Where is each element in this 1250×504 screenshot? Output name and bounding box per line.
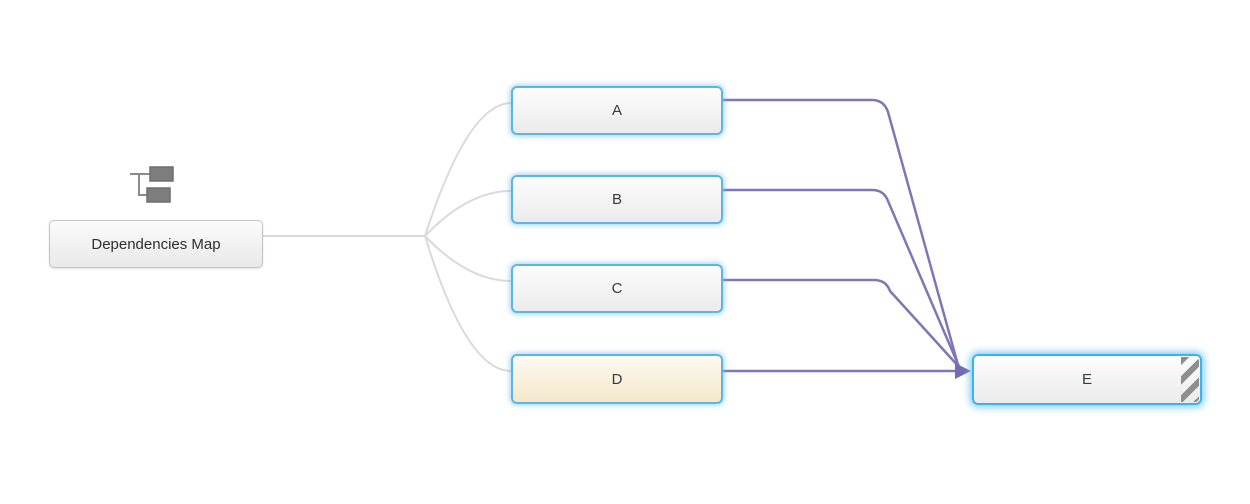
hierarchy-map-icon bbox=[130, 166, 174, 203]
dependency-edge-a-e bbox=[721, 98, 960, 367]
node-c[interactable]: C bbox=[511, 264, 723, 313]
node-d-label: D bbox=[611, 370, 623, 388]
striped-selection-marker bbox=[1181, 357, 1199, 402]
node-a[interactable]: A bbox=[511, 86, 723, 135]
dependency-edge-b-e bbox=[721, 188, 961, 368]
tree-edge-root-c bbox=[424, 235, 512, 282]
arrowhead-into-e bbox=[955, 363, 971, 379]
node-c-label: C bbox=[611, 280, 623, 297]
dependency-edge-c-e bbox=[721, 278, 962, 370]
node-e-selected[interactable]: E bbox=[972, 354, 1202, 405]
node-a-label: A bbox=[611, 102, 622, 119]
tree-edge-root-a bbox=[424, 102, 512, 237]
tree-connectors bbox=[262, 102, 512, 372]
node-dependencies-map-label: Dependencies Map bbox=[91, 235, 221, 253]
node-e-label: E bbox=[1081, 371, 1092, 388]
dependency-connectors bbox=[721, 98, 962, 373]
node-b-label: B bbox=[611, 191, 622, 208]
tree-edge-root-b bbox=[424, 190, 512, 237]
node-b[interactable]: B bbox=[511, 175, 723, 224]
tree-edge-root-d bbox=[424, 235, 512, 372]
node-d-highlighted[interactable]: D bbox=[511, 354, 723, 404]
node-dependencies-map[interactable]: Dependencies Map bbox=[49, 220, 263, 268]
